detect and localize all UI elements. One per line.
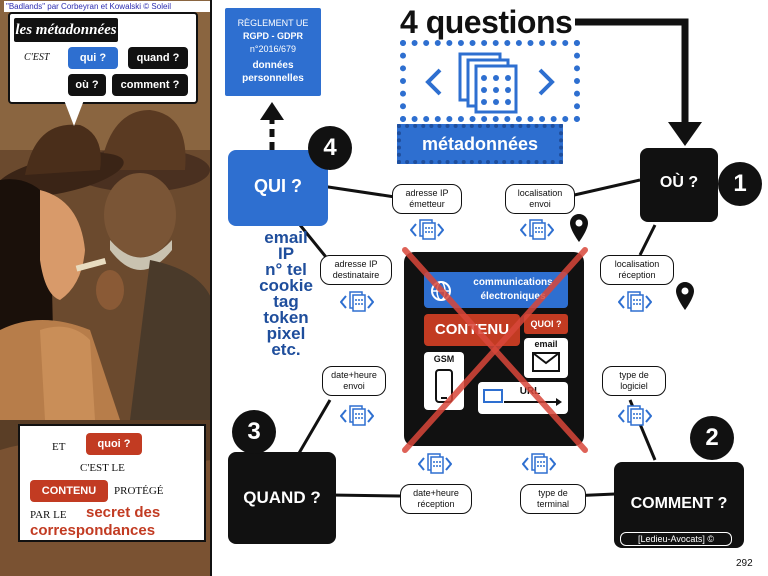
note-correspondances: correspondances (30, 522, 156, 539)
diagram-title: 4 questions (400, 4, 573, 40)
number-1-badge: 1 (718, 162, 762, 206)
credit-label: [Ledieu-Avocats] © (620, 532, 732, 546)
label-line: envoi (343, 381, 365, 391)
data-file-icon (522, 453, 556, 474)
qui-item: tag (273, 292, 299, 311)
qui-item: email (264, 228, 308, 247)
rgpd-line1: RÈGLEMENT UE (237, 18, 309, 28)
label-type-logiciel: type de logiciel (602, 366, 666, 396)
center-quoi: QUOI ? (524, 314, 568, 334)
qui-box (228, 150, 328, 226)
rgpd-box (225, 8, 321, 96)
qui-item: cookie (259, 276, 313, 295)
label-line: logiciel (620, 381, 648, 391)
label-line: destinataire (332, 270, 380, 280)
qui-identifiers-list: email IP n° tel cookie tag token pixel e… (240, 228, 332, 359)
note-quoi: quoi ? (86, 433, 142, 455)
label-ip-emetteur: adresse IP émetteur (392, 184, 462, 214)
data-file-icon (618, 405, 652, 426)
gsm-label: GSM (433, 354, 455, 364)
label-line: envoi (529, 199, 551, 209)
number-2-badge: 2 (690, 416, 734, 460)
label-line: date+heure (331, 370, 377, 380)
label-date-reception: date+heure réception (400, 484, 472, 514)
qui-item: etc. (271, 340, 301, 359)
metadata-icon (425, 52, 555, 114)
speech-title: les métadonnées (14, 18, 118, 42)
communications-line1: communications (473, 277, 553, 288)
location-pin-icon (570, 214, 588, 242)
pill-comment: comment ? (112, 74, 188, 96)
label-localisation-reception: localisation réception (600, 255, 674, 285)
comic-credit: "Badlands" par Corbeyran et Kowalski © S… (4, 1, 210, 12)
note-et: ET (52, 441, 66, 453)
label-line: localisation (517, 188, 563, 198)
speech-cest: C'EST (24, 52, 50, 63)
label-date-envoi: date+heure envoi (322, 366, 386, 396)
qui-item: token (263, 308, 309, 327)
location-pin-icon (676, 282, 694, 310)
email-label: email (534, 339, 558, 349)
number-4-badge: 4 (308, 126, 352, 170)
note-par-le: PAR LE (30, 509, 67, 521)
data-file-icon (520, 219, 554, 240)
envelope-icon (532, 352, 560, 372)
rgpd-line2: RGPD - GDPR (242, 31, 303, 41)
comment-label: COMMENT ? (630, 495, 728, 512)
qui-label: QUI ? (254, 176, 302, 196)
data-file-icon (418, 453, 452, 474)
comment-box (614, 462, 744, 548)
label-line: adresse IP (405, 188, 449, 198)
label-line: adresse IP (334, 259, 378, 269)
metadonnees-banner: métadonnées (397, 124, 563, 164)
ou-label: OÙ ? (659, 174, 699, 191)
quand-label: QUAND ? (243, 488, 321, 507)
label-line: type de (619, 370, 649, 380)
label-localisation-envoi: localisation envoi (505, 184, 575, 214)
data-file-icon (340, 291, 374, 312)
label-line: date+heure (413, 488, 459, 498)
pill-ou: où ? (68, 74, 106, 96)
label-line: réception (618, 270, 656, 280)
quand-box (228, 452, 336, 544)
data-file-icon (340, 405, 374, 426)
phone-icon (435, 369, 453, 403)
qui-item: IP (277, 244, 295, 263)
label-line: terminal (536, 499, 569, 509)
note-protege: PROTÉGÉ (114, 485, 164, 497)
ou-box (640, 148, 718, 222)
url-bar-icon (483, 389, 562, 406)
label-ip-destinataire: adresse IP destinataire (320, 255, 392, 285)
qui-item: pixel (266, 324, 306, 343)
pill-quand: quand ? (128, 47, 188, 69)
note-secret: secret des (86, 504, 161, 521)
communications-line2: électroniques (480, 291, 546, 302)
data-file-icon (618, 291, 652, 312)
number-3-badge: 3 (232, 410, 276, 454)
gsm-tile (424, 352, 464, 410)
data-file-icon (410, 219, 444, 240)
label-line: réception (417, 499, 455, 509)
pill-qui: qui ? (68, 47, 118, 69)
speech-bubble-tail (64, 100, 84, 126)
note-contenu: CONTENU (30, 480, 108, 502)
label-type-terminal: type de terminal (520, 484, 586, 514)
url-tile (478, 382, 568, 414)
label-line: type de (538, 488, 568, 498)
page-number: 292 (736, 558, 753, 569)
qui-item: n° tel (265, 260, 307, 279)
rgpd-line3: n°2016/679 (249, 44, 297, 54)
red-cross-icon (402, 247, 588, 453)
label-line: localisation (614, 259, 660, 269)
note-cest-le: C'EST LE (80, 462, 125, 474)
label-line: émetteur (409, 199, 445, 209)
rgpd-line5: personnelles (242, 73, 304, 84)
rgpd-line4: données (252, 60, 294, 71)
